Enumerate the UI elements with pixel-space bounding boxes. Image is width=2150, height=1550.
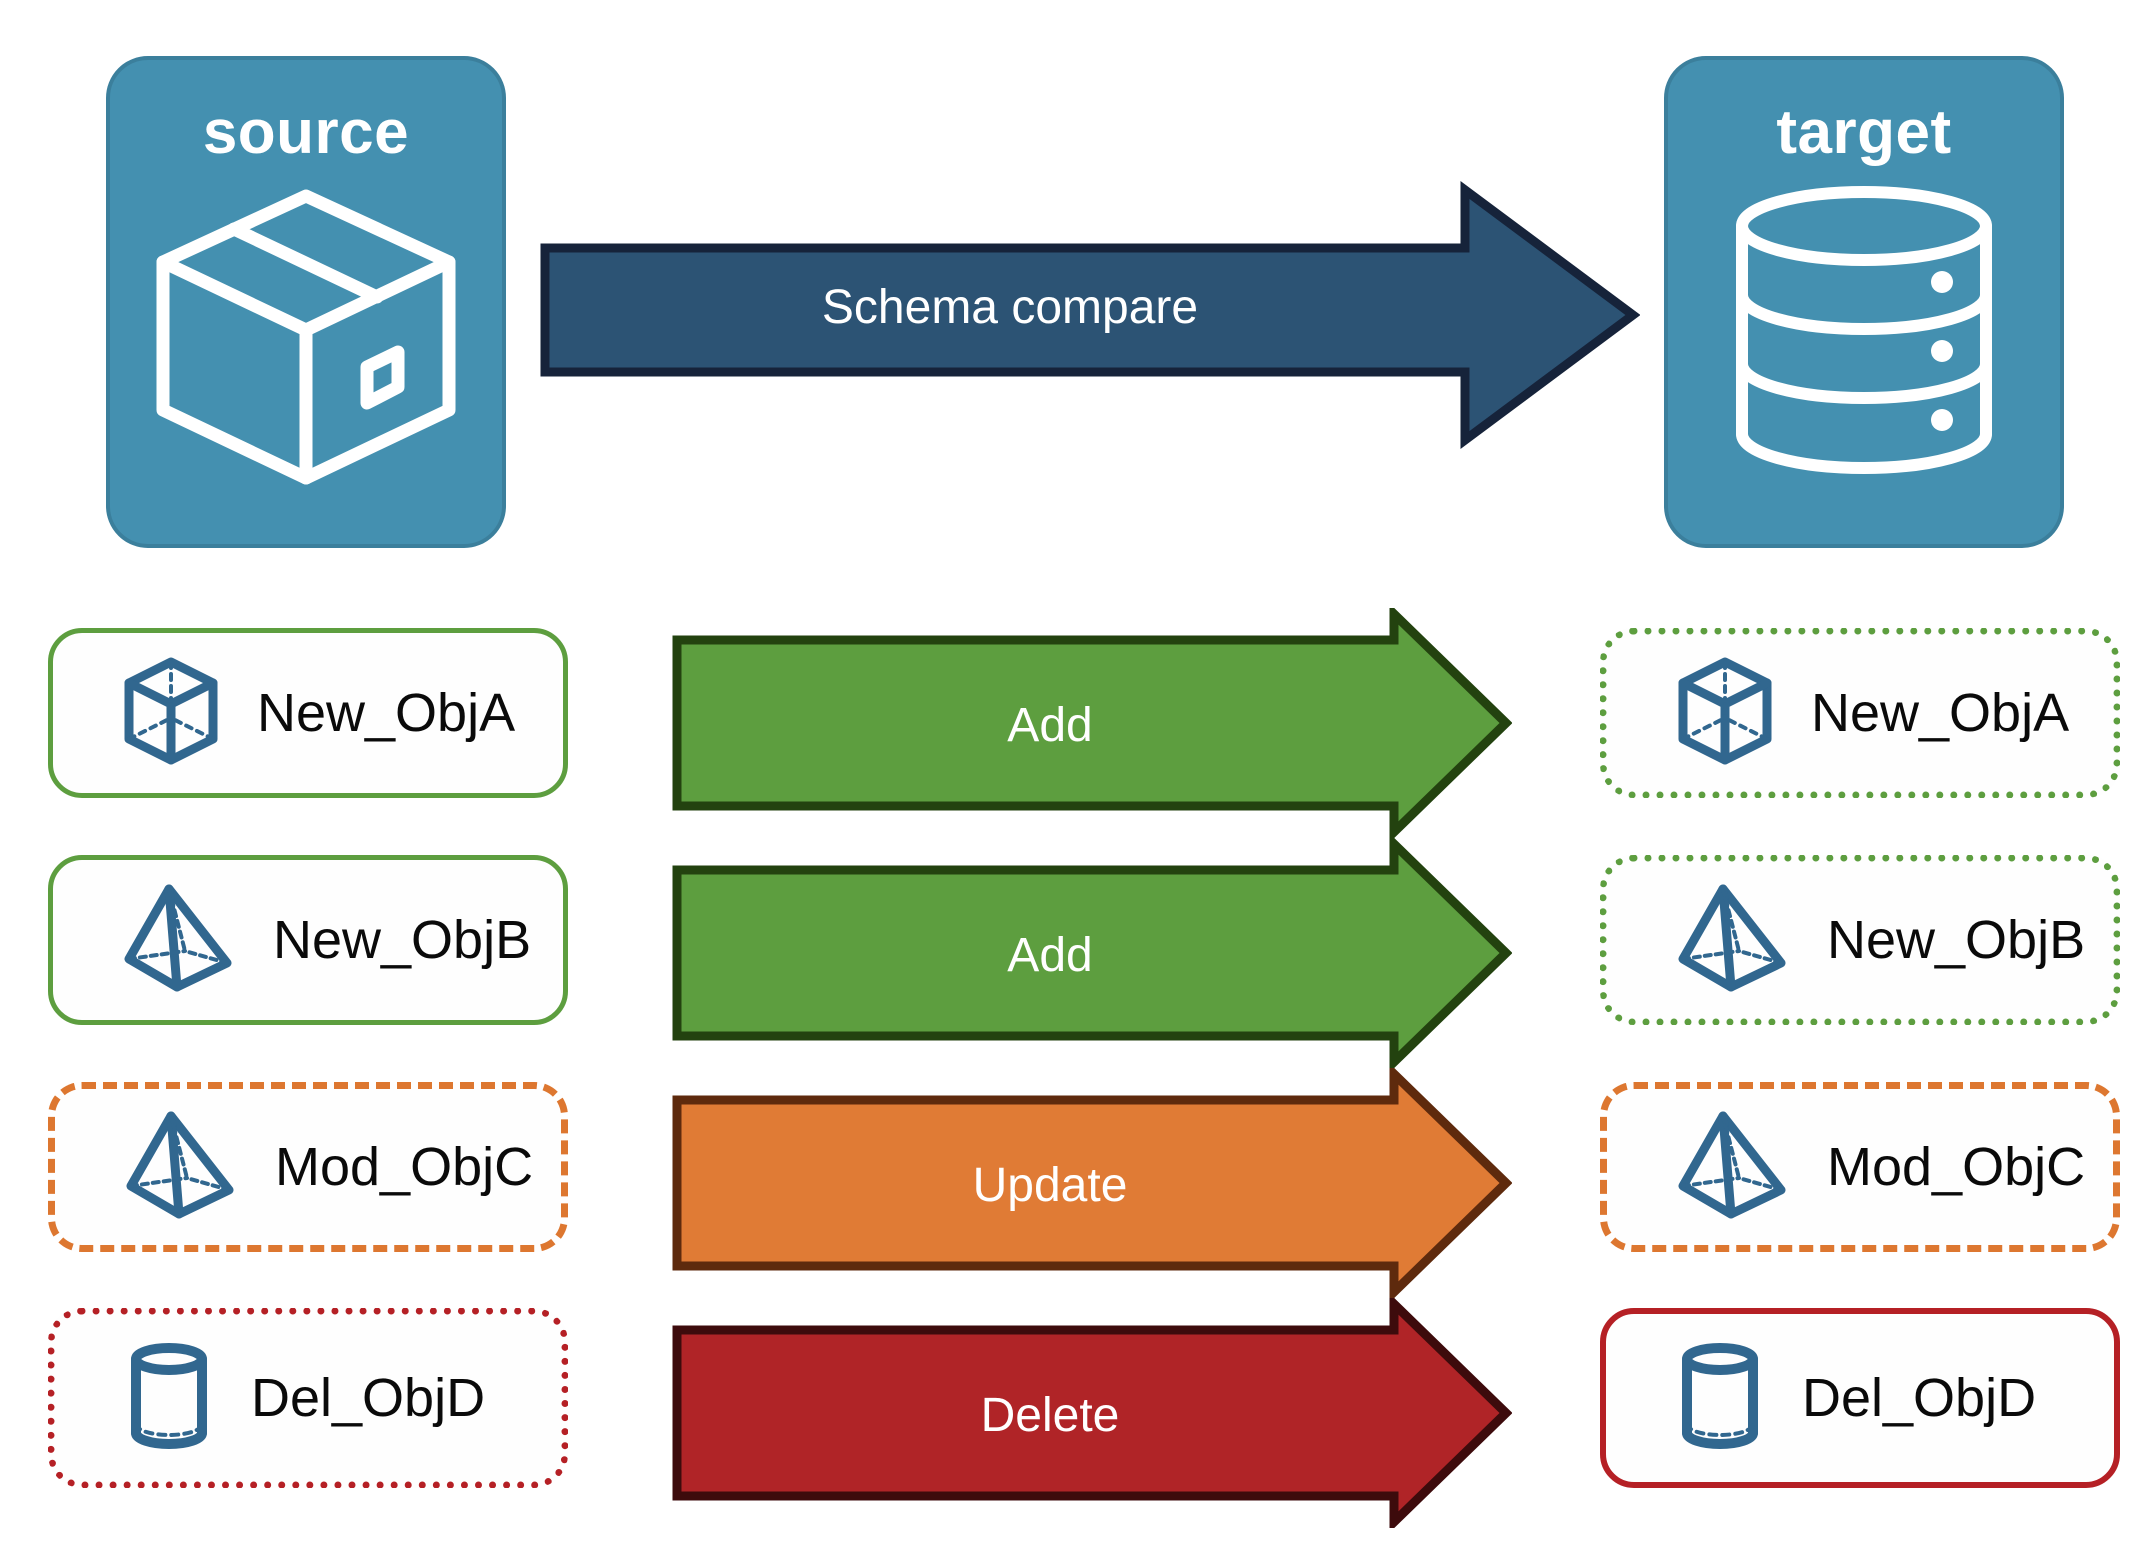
object-label: Mod_ObjC xyxy=(275,1137,534,1197)
object-label: Del_ObjD xyxy=(1802,1368,2037,1428)
schema-compare-arrow[interactable] xyxy=(540,180,1641,450)
source-endpoint-card[interactable]: source xyxy=(106,56,506,548)
pyramid-wireframe-icon xyxy=(125,1110,237,1225)
delete-arrow-row4[interactable] xyxy=(672,1293,1513,1533)
pyramid-wireframe-icon xyxy=(123,883,235,998)
object-label: New_ObjA xyxy=(1811,683,2070,743)
cylinder-wireframe-icon xyxy=(125,1342,213,1455)
cylinder-wireframe-icon xyxy=(1676,1342,1764,1455)
target-object-card-new-objb[interactable]: New_ObjB xyxy=(1600,855,2120,1025)
object-label: New_ObjB xyxy=(1827,910,2086,970)
source-object-card-mod-objc[interactable]: Mod_ObjC xyxy=(48,1082,568,1252)
target-endpoint-card[interactable]: target xyxy=(1664,56,2064,548)
target-object-card-del-objd[interactable]: Del_ObjD xyxy=(1600,1308,2120,1488)
target-object-card-mod-objc[interactable]: Mod_ObjC xyxy=(1600,1082,2120,1252)
cube-wireframe-icon xyxy=(1677,656,1773,771)
target-object-card-new-obja[interactable]: New_ObjA xyxy=(1600,628,2120,798)
object-label: New_ObjA xyxy=(257,683,516,743)
pyramid-wireframe-icon xyxy=(1677,883,1789,998)
source-object-card-new-objb[interactable]: New_ObjB xyxy=(48,855,568,1025)
source-object-card-new-obja[interactable]: New_ObjA xyxy=(48,628,568,798)
object-label: Del_ObjD xyxy=(251,1368,486,1428)
cube-wireframe-icon xyxy=(123,656,219,771)
box-3d-icon xyxy=(141,182,471,497)
add-arrow-row2[interactable] xyxy=(672,833,1513,1073)
update-arrow-row3[interactable] xyxy=(672,1063,1513,1303)
pyramid-wireframe-icon xyxy=(1677,1110,1789,1225)
database-cylinder-icon xyxy=(1714,182,2014,487)
source-object-card-del-objd[interactable]: Del_ObjD xyxy=(48,1308,568,1488)
add-arrow-row1[interactable] xyxy=(672,603,1513,843)
target-title: target xyxy=(1776,98,1952,167)
source-title: source xyxy=(202,98,410,167)
object-label: Mod_ObjC xyxy=(1827,1137,2086,1197)
object-label: New_ObjB xyxy=(273,910,532,970)
